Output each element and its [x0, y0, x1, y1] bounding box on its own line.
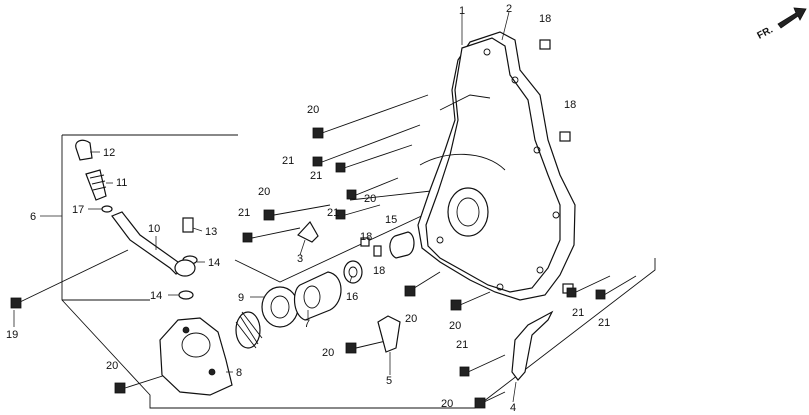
transmission-cover — [360, 31, 576, 301]
flange-bolt-icon — [595, 289, 606, 300]
callout-21-center: 21 — [327, 207, 339, 219]
callout-18-lower: 18 — [373, 265, 385, 277]
flange-bolt-icon — [312, 127, 324, 139]
callout-19: 19 — [6, 329, 18, 341]
front-direction-indicator: FR. — [756, 7, 807, 42]
callout-6: 6 — [30, 211, 36, 223]
front-arrow-icon — [777, 7, 807, 29]
callout-21-right-a: 21 — [572, 307, 584, 319]
leader-lines — [13, 11, 517, 403]
callout-20-mid: 20 — [405, 313, 417, 325]
assembly-outlines — [61, 134, 656, 409]
callout-18-right: 18 — [564, 99, 576, 111]
oil-seal — [261, 286, 299, 328]
callout-21-upper-left: 21 — [282, 155, 294, 167]
callout-7: 7 — [304, 318, 310, 330]
cover-boss — [447, 187, 489, 237]
clips — [297, 220, 554, 381]
callout-21-right-b: 21 — [598, 317, 610, 329]
callout-21-left: 21 — [238, 207, 250, 219]
bracket — [377, 315, 401, 353]
callout-5: 5 — [386, 375, 392, 387]
callout-14-lower: 14 — [150, 290, 162, 302]
callout-8: 8 — [236, 367, 242, 379]
sensor-switch — [85, 169, 107, 201]
callout-11: 11 — [116, 177, 127, 189]
callout-20-top: 20 — [307, 104, 319, 116]
washer-lower — [178, 290, 194, 300]
callout-20-left: 20 — [258, 186, 270, 198]
flange-bolt-icon — [335, 162, 346, 173]
flange-bolt-icon — [345, 342, 357, 354]
callout-14-upper: 14 — [208, 257, 220, 269]
valve-housing — [159, 311, 263, 396]
callout-10: 10 — [148, 223, 160, 235]
callout-1: 1 — [459, 5, 465, 17]
dowel-pin-left — [360, 237, 370, 247]
callout-13: 13 — [205, 226, 217, 238]
flange-bolt-icon — [474, 397, 486, 409]
o-ring — [101, 205, 113, 213]
banjo-fitting — [75, 139, 93, 161]
flange-bolt-icon — [263, 209, 275, 221]
flange-bolt-icon — [566, 287, 577, 298]
callout-18-top: 18 — [539, 13, 551, 25]
flange-bolt-icon — [450, 299, 462, 311]
callout-2: 2 — [506, 3, 512, 15]
stud-bolt — [182, 217, 194, 233]
callout-4: 4 — [510, 402, 516, 414]
cover-boss-bore — [456, 197, 480, 227]
flange-bolt-icon — [312, 156, 323, 167]
callout-labels: 1 2 3 4 5 6 7 8 9 10 11 12 13 14 14 15 1… — [6, 3, 610, 414]
drum-parts — [261, 231, 415, 328]
drum — [294, 271, 342, 321]
callout-21-bottom: 21 — [456, 339, 468, 351]
flange-bolt-icon — [459, 366, 470, 377]
dowel-pin-top — [539, 39, 551, 50]
callout-20-right: 20 — [449, 320, 461, 332]
bearing — [343, 260, 363, 284]
callout-20-bottom: 20 — [441, 398, 453, 410]
callout-9: 9 — [238, 292, 244, 304]
front-direction-label: FR. — [756, 24, 776, 41]
flange-bolt-icon — [346, 189, 357, 200]
collar — [389, 231, 415, 259]
flange-bolt-icon — [114, 382, 126, 394]
clip — [297, 220, 319, 243]
callout-20-bottom-left: 20 — [106, 360, 118, 372]
callout-20-lower: 20 — [322, 347, 334, 359]
callout-3: 3 — [297, 253, 303, 265]
callout-20-center: 20 — [364, 193, 376, 205]
flange-bolt-icon — [335, 209, 346, 220]
dowel-pin — [373, 245, 382, 257]
callout-21-upper: 21 — [310, 170, 322, 182]
flange-bolt-icon — [242, 232, 253, 243]
bolts — [10, 94, 637, 409]
callout-17: 17 — [72, 204, 84, 216]
callout-18-center: 18 — [360, 231, 372, 243]
callout-15: 15 — [385, 214, 397, 226]
shift-arm — [511, 310, 554, 381]
flange-bolt-icon — [404, 285, 416, 297]
flange-bolt-icon — [10, 297, 22, 309]
lever-pivot — [174, 259, 196, 277]
dowel-pin-right — [559, 131, 571, 142]
shift-lever — [111, 211, 185, 275]
spring — [235, 311, 261, 349]
callout-12: 12 — [103, 147, 115, 159]
sensor-assembly — [75, 139, 198, 300]
callout-16: 16 — [346, 291, 358, 303]
